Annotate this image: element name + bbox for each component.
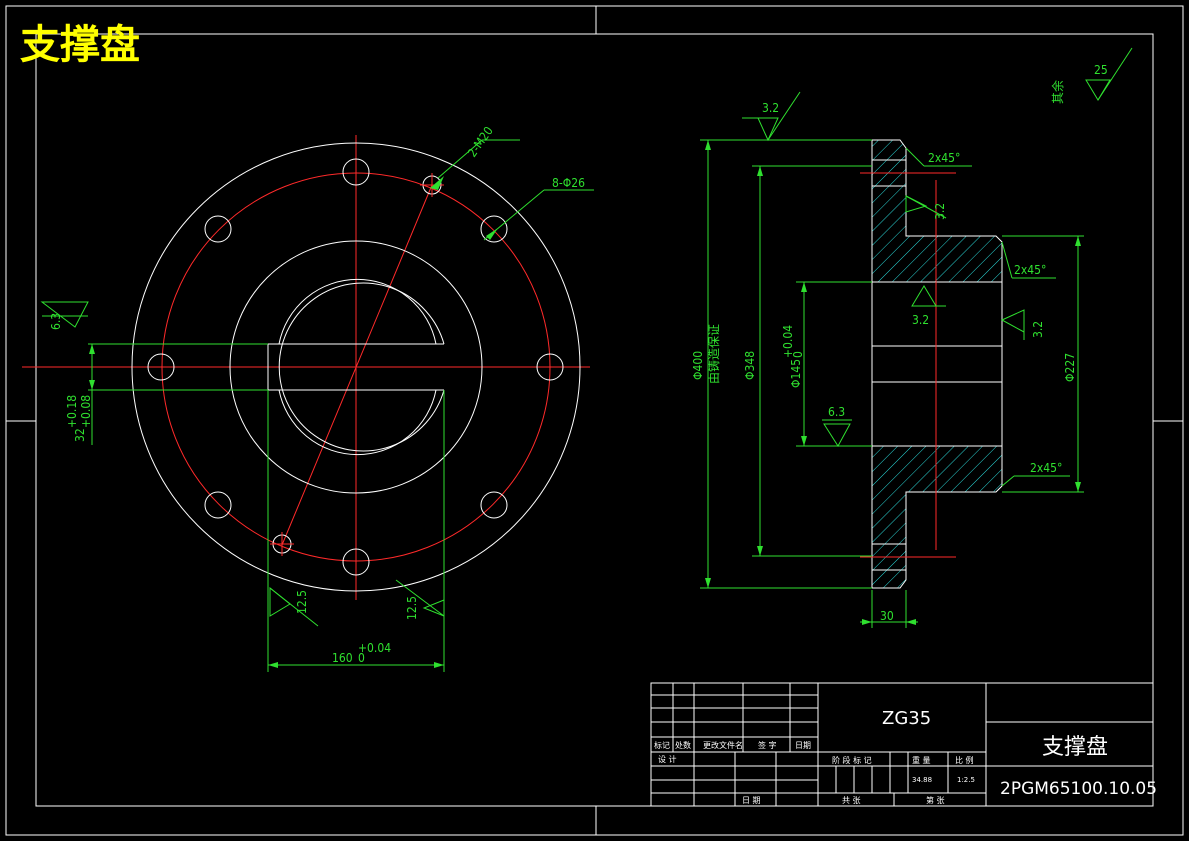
dia-pcd: Φ348 (743, 351, 757, 380)
section-dimensions (700, 47, 1133, 628)
tb-drawing-number: 2PGM65100.10.05 (1000, 779, 1157, 799)
chamfer-top: 2x45° (928, 151, 960, 165)
tb-weight-value: 34.88 (912, 776, 932, 784)
tb-scale-label: 比 例 (955, 755, 974, 765)
section-hatch (872, 140, 1002, 588)
corner-title: 支撑盘 (20, 21, 140, 68)
front-centerlines (22, 135, 590, 600)
other-surfaces-roughness: 25 (1094, 63, 1108, 77)
front-outlines (131, 142, 581, 592)
callout-threaded: 2-M20 (465, 124, 496, 160)
slot-width: 32 (73, 428, 87, 442)
tb-stage-label: 阶 段 标 记 (832, 755, 872, 765)
tb-sheet: 第 张 (926, 795, 945, 805)
other-surfaces-label: 其余 (1050, 80, 1065, 104)
bottom-width-tol-upper: +0.04 (358, 641, 391, 655)
dia-bore-tol-upper: +0.04 (781, 325, 795, 358)
tb-date-label: 日 期 (742, 796, 761, 805)
roughness-left-bottom: 12.5 (295, 590, 309, 614)
roughness-bore: 3.2 (912, 313, 929, 327)
slot-tol-lower: +0.08 (79, 395, 93, 428)
tb-design-label: 设 计 (658, 754, 677, 764)
chamfer-hub-top: 2x45° (1014, 263, 1046, 277)
front-dimensions (40, 139, 594, 672)
tb-scale-value: 1:2.5 (957, 776, 975, 784)
drawing-border (5, 5, 1184, 836)
roughness-flange-face: 3.2 (933, 203, 947, 220)
slot-roughness: 6.3 (49, 313, 63, 330)
tb-material: ZG35 (882, 708, 931, 729)
front-view: 2-M20 8-Φ26 6.3 32 +0.18 +0.08 12.5 12.5… (22, 124, 594, 672)
tb-rev-header-2: 更改文件名 (703, 740, 743, 750)
dia-bore-tol-lower: 0 (791, 351, 805, 358)
dia-outer-note: 由铸造保证 (706, 324, 721, 384)
chamfer-hub-bottom: 2x45° (1030, 461, 1062, 475)
callout-holes: 8-Φ26 (552, 176, 585, 190)
tb-rev-header-1: 处数 (675, 740, 691, 750)
tb-weight-label: 重 量 (912, 755, 931, 765)
roughness-left: 6.3 (828, 405, 845, 419)
tb-rev-header-0: 标记 (654, 740, 670, 750)
section-view: 3.2 2x45° 3.2 2x45° 3.2 3.2 6.3 2x45° Φ4… (691, 47, 1133, 628)
bottom-width-tol-lower: 0 (358, 651, 365, 665)
title-block-text: 标记 处数 更改文件名 签 字 日期 设 计 日 期 ZG35 阶 段 标 记 … (654, 708, 1157, 805)
tb-rev-header-4: 日期 (795, 741, 811, 750)
dia-hub: Φ227 (1063, 353, 1077, 382)
slot-tol-upper: +0.18 (65, 395, 79, 428)
roughness-top: 3.2 (762, 101, 779, 115)
bottom-width: 160 (332, 651, 353, 665)
roughness-right-bottom: 12.5 (405, 596, 419, 620)
tb-total-sheets: 共 张 (842, 796, 861, 805)
roughness-hub-face: 3.2 (1031, 321, 1045, 338)
tb-part-name: 支撑盘 (1042, 735, 1108, 760)
flange-thickness: 30 (880, 609, 894, 623)
tb-rev-header-3: 签 字 (758, 740, 777, 750)
title-block (650, 682, 1154, 807)
dia-bore: Φ145 (789, 359, 803, 388)
dia-outer: Φ400 (691, 351, 705, 380)
